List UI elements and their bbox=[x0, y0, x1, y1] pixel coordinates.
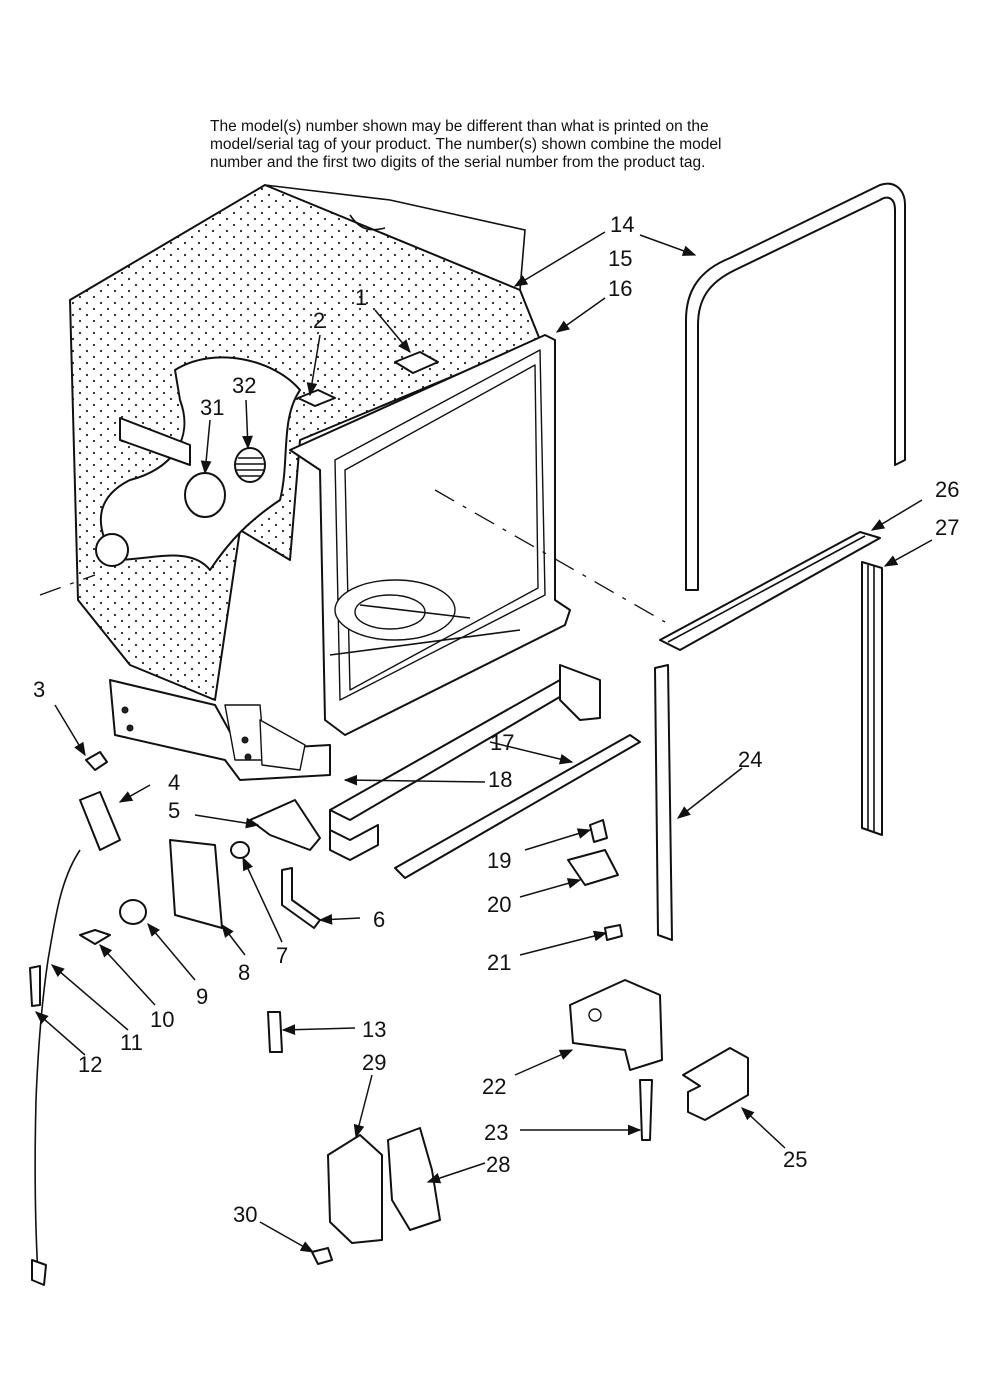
callout-15: 15 bbox=[608, 246, 632, 271]
bracket-25 bbox=[682, 1047, 749, 1121]
callout-31: 31 bbox=[200, 395, 224, 420]
screw-30 bbox=[311, 1247, 333, 1265]
bracket-5 bbox=[249, 799, 321, 851]
callout-27: 27 bbox=[935, 515, 959, 540]
callout-22: 22 bbox=[482, 1074, 506, 1099]
callout-16: 16 bbox=[608, 276, 632, 301]
side-trim-24 bbox=[654, 664, 673, 941]
callout-24: 24 bbox=[738, 747, 762, 772]
callout-8: 8 bbox=[238, 960, 250, 985]
callout-13: 13 bbox=[362, 1017, 386, 1042]
callout-9: 9 bbox=[196, 984, 208, 1009]
callout-6: 6 bbox=[373, 907, 385, 932]
connector-12 bbox=[29, 965, 41, 1007]
callout-1: 1 bbox=[355, 285, 367, 310]
callout-23: 23 bbox=[484, 1120, 508, 1145]
door-gasket-15 bbox=[685, 182, 906, 591]
callout-30: 30 bbox=[233, 1202, 257, 1227]
callout-29: 29 bbox=[362, 1050, 386, 1075]
nut-7 bbox=[230, 841, 250, 859]
side-seal-27 bbox=[861, 561, 883, 836]
bracket-4 bbox=[79, 791, 121, 851]
callout-labels: 14 15 16 1 2 32 31 26 27 3 17 24 18 4 5 … bbox=[33, 212, 959, 1227]
callout-28: 28 bbox=[486, 1152, 510, 1177]
callout-5: 5 bbox=[168, 798, 180, 823]
tub-insulation bbox=[69, 184, 541, 701]
callout-11: 11 bbox=[120, 1030, 143, 1055]
screw-21 bbox=[604, 924, 623, 941]
callout-20: 20 bbox=[487, 892, 511, 917]
drain-opening bbox=[95, 533, 129, 567]
vent-32 bbox=[234, 447, 266, 483]
bracket-29 bbox=[327, 1134, 383, 1244]
model-number-note: The model(s) number shown may be differe… bbox=[210, 118, 722, 171]
screw-23 bbox=[639, 1079, 653, 1141]
strip-26 bbox=[659, 531, 881, 651]
callout-4: 4 bbox=[168, 770, 180, 795]
screw-10 bbox=[79, 929, 111, 945]
washer-9 bbox=[119, 899, 147, 925]
end-fitting bbox=[31, 1259, 47, 1286]
callout-7: 7 bbox=[276, 943, 288, 968]
vent-32-grille bbox=[236, 457, 264, 477]
callout-2: 2 bbox=[313, 308, 325, 333]
callout-17: 17 bbox=[490, 730, 514, 755]
bracket-20 bbox=[567, 849, 619, 886]
callout-19: 19 bbox=[487, 848, 511, 873]
callout-10: 10 bbox=[150, 1007, 174, 1032]
part-19 bbox=[589, 819, 608, 843]
cable-11 bbox=[34, 849, 81, 1276]
part-1-clip bbox=[394, 351, 439, 374]
bracket-22 bbox=[569, 979, 663, 1071]
callout-21: 21 bbox=[487, 950, 511, 975]
tub-side-panel bbox=[99, 356, 301, 571]
leader-lines bbox=[34, 231, 933, 1253]
callout-32: 32 bbox=[232, 373, 256, 398]
strip-13 bbox=[267, 1011, 283, 1053]
callout-3: 3 bbox=[33, 677, 45, 702]
rail-17 bbox=[394, 734, 641, 879]
callout-18: 18 bbox=[488, 767, 512, 792]
tub-assembly bbox=[69, 184, 571, 781]
plate-8 bbox=[169, 839, 223, 929]
callout-26: 26 bbox=[935, 477, 959, 502]
plug-3 bbox=[85, 751, 108, 771]
callout-14: 14 bbox=[610, 212, 634, 237]
clip-6 bbox=[281, 867, 321, 929]
callout-12: 12 bbox=[78, 1052, 102, 1077]
callout-25: 25 bbox=[783, 1147, 807, 1172]
bracket-28 bbox=[387, 1127, 441, 1231]
port-31 bbox=[184, 472, 226, 518]
